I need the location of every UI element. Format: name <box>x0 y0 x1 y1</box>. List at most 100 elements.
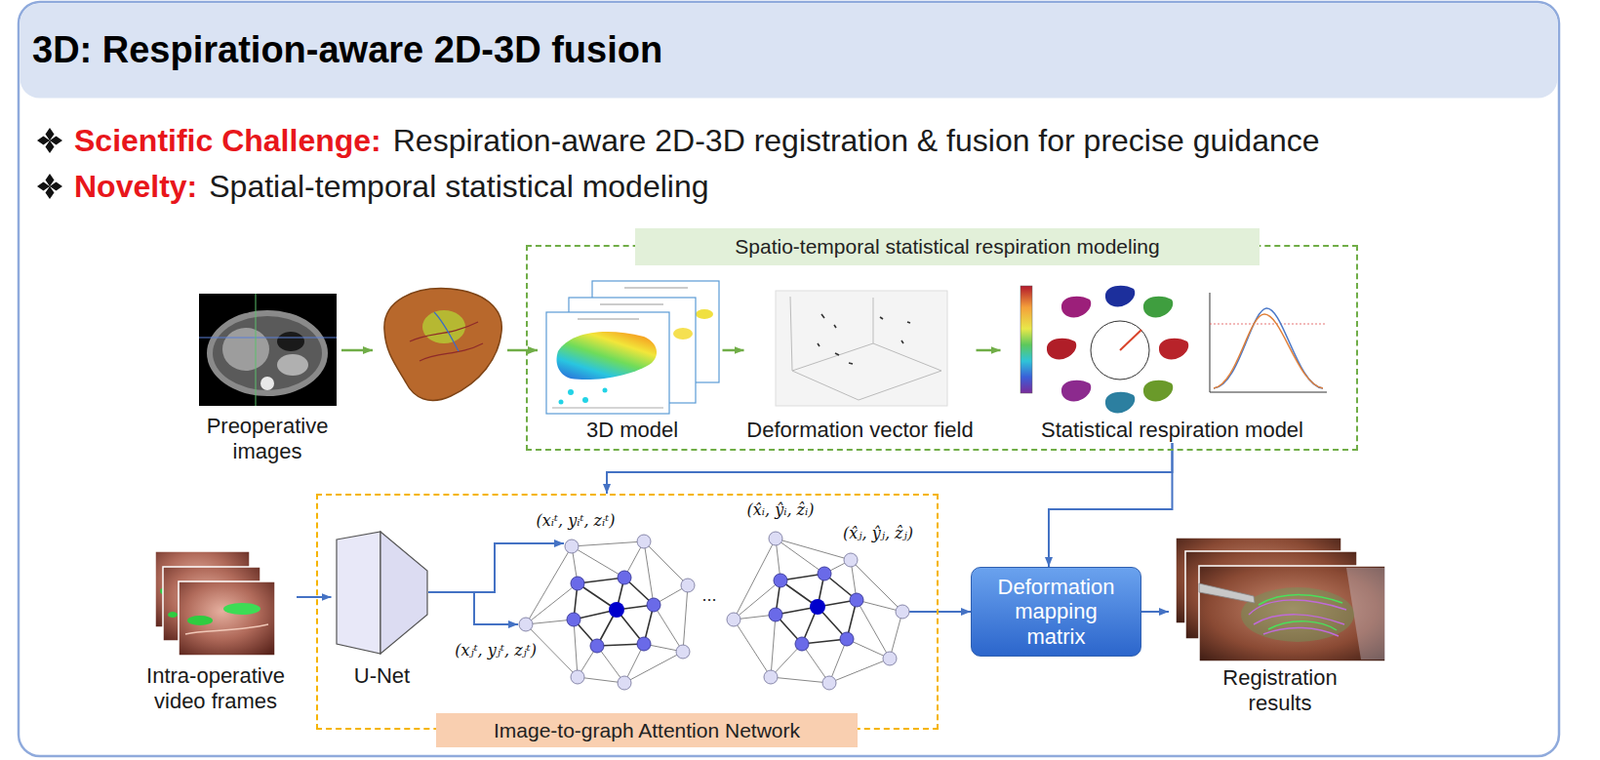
feature-arrow <box>909 610 939 613</box>
graph-network <box>726 531 910 690</box>
model-plots <box>552 407 664 409</box>
video-frames <box>223 602 261 615</box>
graph-network <box>795 637 809 651</box>
registration-images <box>1248 600 1347 637</box>
ct-image <box>199 337 337 339</box>
graph-network <box>768 566 864 651</box>
graph-network <box>768 607 783 622</box>
figure-space <box>183 288 352 414</box>
flow-arrow <box>341 350 538 352</box>
graph-network <box>564 539 579 554</box>
graph-network <box>617 570 632 585</box>
ct-image <box>255 293 257 406</box>
figure-node: Registration results <box>1168 534 1392 718</box>
figure-space <box>542 273 723 418</box>
label-slot: Respiration-aware 2D-3D registration & f… <box>393 122 1320 160</box>
video-frames <box>155 551 276 656</box>
slide-title: 3D: Respiration-aware 2D-3D fusion <box>32 29 663 71</box>
respiration-model-figure <box>1061 296 1091 319</box>
graph-network <box>519 617 533 632</box>
registration-images <box>1199 565 1386 662</box>
node-label: Deformation vector field <box>746 417 973 443</box>
model-plots <box>567 389 574 396</box>
graph-network <box>570 670 585 684</box>
liver-model <box>409 321 483 361</box>
node-label: Intra-operative video frames <box>137 663 294 716</box>
graph-network <box>590 639 604 653</box>
model-plots <box>673 327 693 340</box>
graph-network <box>573 577 654 646</box>
node-label: Registration results <box>1206 665 1354 718</box>
respiration-model-figure <box>1120 329 1142 351</box>
bullet-symbol <box>37 127 63 154</box>
graph-network <box>822 676 837 690</box>
graph-network <box>809 599 826 615</box>
vector-field-plot <box>775 290 948 406</box>
challenge-heading: Scientific Challenge: <box>74 122 382 160</box>
feature-arrow <box>428 543 939 625</box>
ct-image <box>212 316 322 391</box>
figure-node: 3D model <box>542 273 723 443</box>
unet-block <box>336 531 428 654</box>
graph-network <box>519 531 910 690</box>
heading-band: Image-to-graph Attention Network <box>436 713 858 748</box>
graph-network <box>726 612 741 627</box>
respiration-model-figure <box>1020 285 1033 394</box>
model-plots <box>582 397 589 403</box>
challenge-text: Respiration-aware 2D-3D registration & f… <box>393 122 1320 160</box>
video-frames <box>178 581 276 656</box>
graph-network <box>768 531 783 546</box>
graph-network <box>763 670 778 684</box>
model-plots <box>546 280 720 414</box>
graph-network <box>733 538 903 683</box>
node-label: 3D model <box>586 417 679 443</box>
figure-node: Intra-operative video frames <box>134 546 297 716</box>
respiration-model-figure <box>1209 292 1327 393</box>
ct-image <box>277 331 305 352</box>
registration-images <box>1258 595 1343 631</box>
label-slot: (xᵢᵗ, yᵢᵗ, zᵢᵗ) <box>536 512 616 530</box>
feature-arrow <box>474 592 519 625</box>
feature-arrow <box>428 543 564 593</box>
respiration-model-figure <box>1213 314 1323 389</box>
figure-space <box>134 546 297 664</box>
ct-image <box>222 327 270 371</box>
respiration-model-figure <box>1209 323 1327 325</box>
model-plots <box>559 400 564 405</box>
figure-node: Deformation vector field <box>744 282 977 443</box>
figure-space <box>1000 273 1345 418</box>
vector-field-plot <box>817 314 911 364</box>
respiration-model-figure <box>1159 338 1189 360</box>
ct-image <box>199 293 337 406</box>
respiration-model-figure <box>1020 285 1327 414</box>
registration-images <box>1199 583 1255 603</box>
flow-arrow <box>507 349 538 353</box>
arrow-connector <box>296 596 332 599</box>
process-box: Deformation mapping matrix <box>970 566 1142 657</box>
model-plots <box>600 304 664 306</box>
node-label: U-Net <box>354 663 410 689</box>
ct-image <box>277 354 309 376</box>
label-slot: Scientific Challenge: <box>74 122 382 160</box>
dashed-group: Spatio-temporal statistical respiration … <box>525 244 1359 451</box>
liver-model <box>422 310 466 344</box>
graph-network <box>608 601 625 618</box>
arrow-connector <box>976 349 1001 353</box>
video-frames <box>167 611 178 618</box>
ct-image <box>206 310 328 397</box>
ct-image <box>199 293 337 406</box>
arrow-connector <box>938 610 971 613</box>
bullet-symbol <box>37 127 63 200</box>
node-coordinate: (x̂ᵢ, ŷᵢ, ẑᵢ) <box>747 501 815 520</box>
graph-network <box>566 612 581 627</box>
ct-image <box>260 376 275 391</box>
label-slot: ... <box>701 585 717 606</box>
graph-network <box>676 644 690 659</box>
panel <box>18 1 1560 757</box>
node-coordinate: (xⱼᵗ, yⱼᵗ, zⱼᵗ) <box>454 641 537 660</box>
graph-network <box>617 676 632 690</box>
graph-network <box>646 598 661 612</box>
vector-field-plot <box>790 296 942 400</box>
